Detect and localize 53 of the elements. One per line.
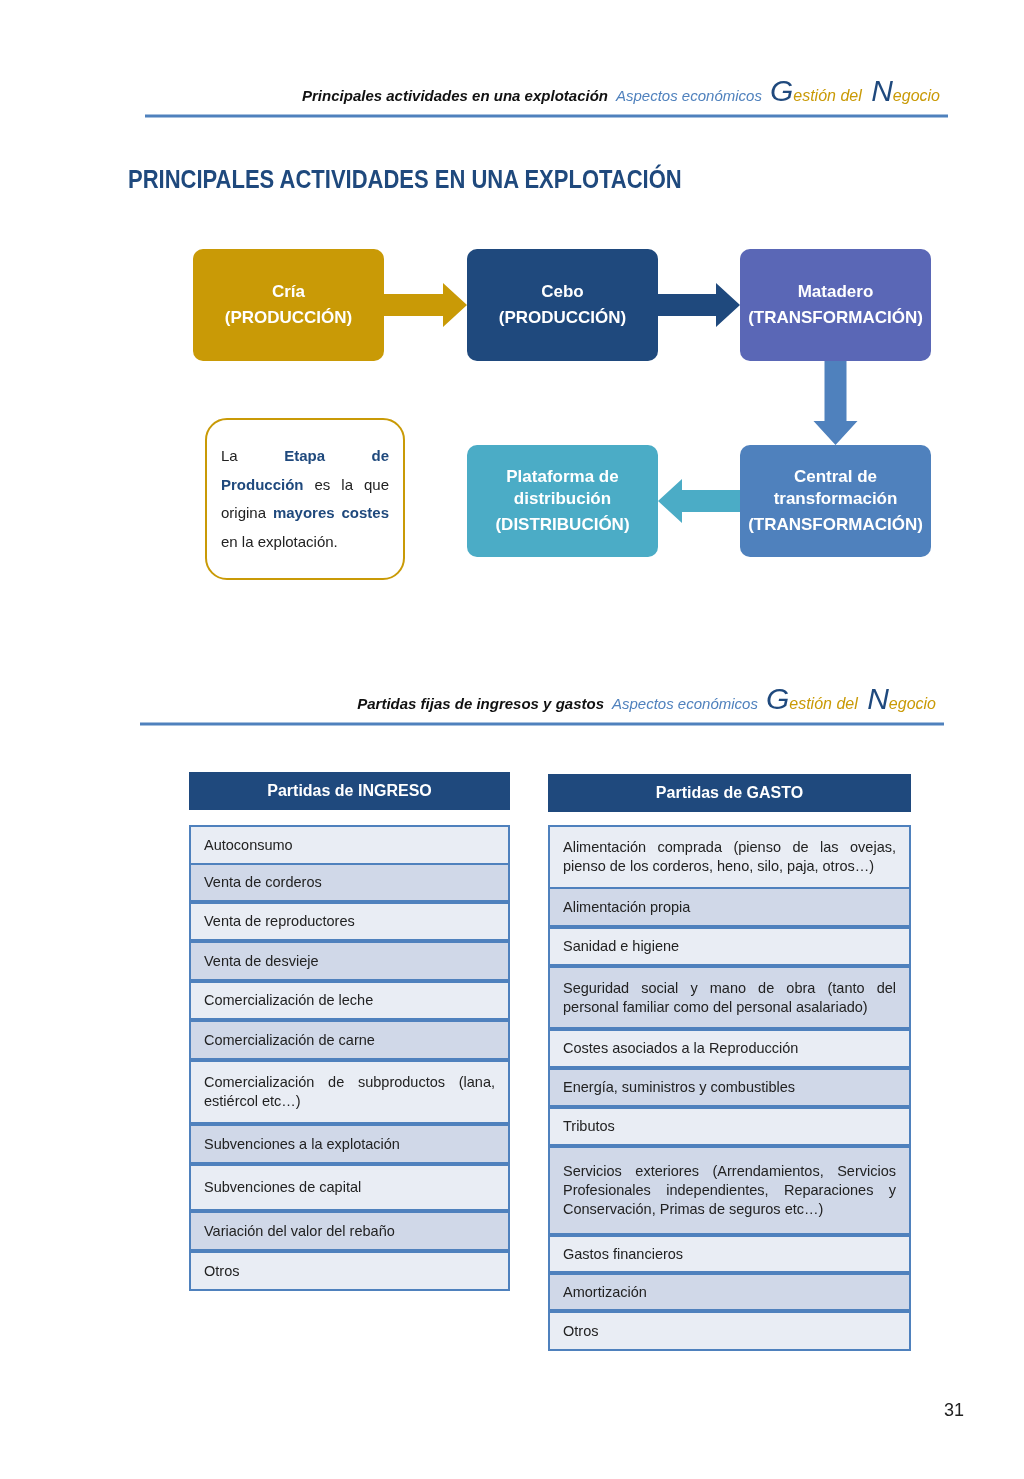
block-arrow: [813, 361, 858, 445]
box-text: (TRANSFORMACIÓN): [748, 514, 923, 537]
box-text: (DISTRIBUCIÓN): [495, 514, 630, 537]
table-cell: Comercialización de subproductos (lana, estiércol etc…): [189, 1060, 510, 1124]
box-title: Matadero: [797, 280, 874, 303]
table-cell: Sanidad e higiene: [548, 927, 911, 966]
table-cell: Autoconsumo: [189, 825, 510, 865]
box-text: (TRANSFORMACIÓN): [748, 307, 923, 329]
table-cell: Gastos financieros: [548, 1235, 911, 1273]
table-cell: Tributos: [548, 1107, 911, 1146]
table-cell: Alimentación propia: [548, 887, 911, 927]
table-cell: Servicios exteriores (Arrendamientos, Servicios Profesionales independientes, Reparaciones y Conservación, Primas de seguros etc…): [548, 1146, 911, 1235]
process-box: [467, 445, 658, 557]
box-text: La Etapa de Producción es la que origina mayores costes en la explotación.: [221, 446, 389, 552]
page-number: 31: [944, 1400, 965, 1421]
process-box: [193, 249, 384, 361]
table-header: Partidas de INGRESO: [189, 772, 510, 810]
table-cell: Seguridad social y mano de obra (tanto del personal familiar como del personal asalariado): [548, 966, 911, 1029]
table-cell: Subvenciones a la explotación: [189, 1124, 510, 1164]
table-cell: Venta de desvieje: [189, 941, 510, 981]
block-arrow: [384, 283, 467, 327]
block-arrow: [658, 283, 740, 327]
box-title: Central de transformación: [772, 465, 899, 510]
table-cell: Alimentación comprada (pienso de las ovejas, pienso de los corderos, heno, silo, paja, otros…): [548, 825, 911, 889]
table-header: Partidas de GASTO: [548, 774, 911, 812]
running-header: Principales actividades en una explotación: [302, 87, 608, 104]
note-box: [205, 418, 405, 580]
series-name: Gestión del Negocio: [765, 682, 936, 716]
table-cell: Costes asociados a la Reproducción: [548, 1029, 911, 1068]
process-box: [740, 249, 931, 361]
section-name: Aspectos económicos: [612, 695, 758, 712]
process-box: [467, 249, 658, 361]
table-cell: Venta de corderos: [189, 863, 510, 902]
section-name: Aspectos económicos: [616, 87, 762, 104]
box-title: Plataforma de distribución: [505, 465, 620, 510]
box-title: Cebo: [541, 280, 584, 303]
table-cell: Comercialización de leche: [189, 981, 510, 1020]
table-cell: Otros: [189, 1251, 510, 1291]
table-cell: Otros: [548, 1311, 911, 1351]
table-cell: Variación del valor del rebaño: [189, 1211, 510, 1251]
table-cell: Subvenciones de capital: [189, 1164, 510, 1211]
table-cell: Comercialización de carne: [189, 1020, 510, 1060]
table-cell: Amortización: [548, 1273, 911, 1311]
series-name: Gestión del Negocio: [769, 74, 940, 108]
process-box: [740, 445, 931, 557]
table-cell: Venta de reproductores: [189, 902, 510, 941]
box-title: Cría: [271, 280, 306, 303]
block-arrow: [658, 479, 740, 523]
table-cell: Energía, suministros y combustibles: [548, 1068, 911, 1107]
box-text: (PRODUCCIÓN): [498, 307, 627, 329]
box-text: (PRODUCCIÓN): [224, 307, 353, 329]
page-title: PRINCIPALES ACTIVIDADES EN UNA EXPLOTACIÓN: [128, 165, 682, 194]
running-header: Partidas fijas de ingresos y gastos: [357, 695, 604, 712]
